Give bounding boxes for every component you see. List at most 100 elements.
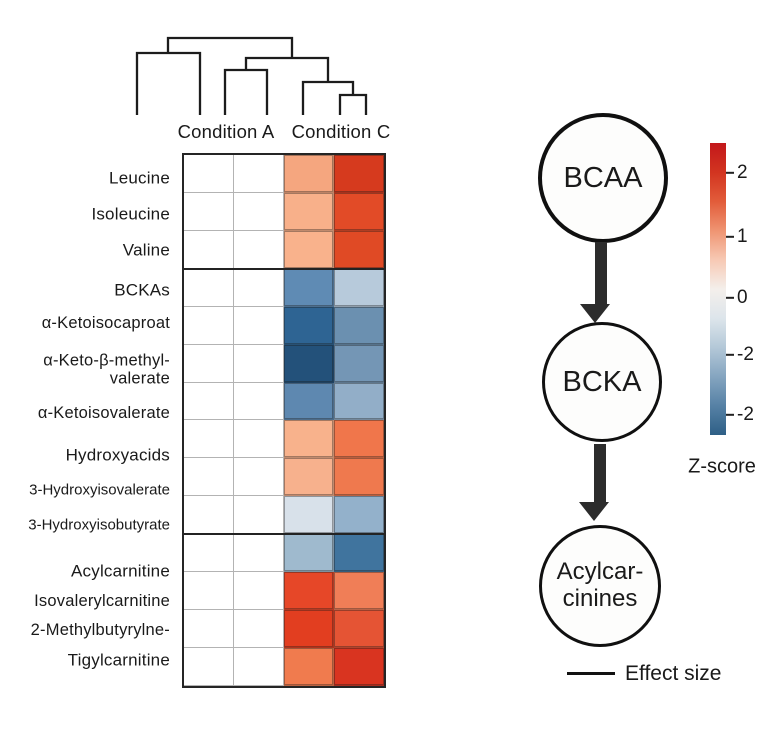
heatmap-cell <box>184 420 234 459</box>
dendrogram-branch <box>301 80 355 115</box>
colorbar-tick <box>726 353 734 357</box>
heatmap-cell <box>184 572 234 611</box>
row-label: α-Keto-β-methyl-valerate <box>43 351 170 388</box>
colorbar-title: Z-score <box>688 455 756 478</box>
heatmap-cell <box>284 192 334 231</box>
heatmap-cell <box>284 572 334 611</box>
heatmap-cell <box>184 534 234 573</box>
heatmap-cell <box>234 420 284 459</box>
condition-c-label: Condition C <box>291 121 391 142</box>
row-label: BCKAs <box>114 280 170 300</box>
heatmap-cell <box>334 382 384 421</box>
heatmap-cell <box>334 192 384 231</box>
colorbar-tick-label: 2 <box>737 162 748 183</box>
heatmap-cell <box>234 344 284 383</box>
heatmap-cell <box>234 610 284 649</box>
heatmap <box>182 153 386 688</box>
heatmap-cell <box>334 648 384 686</box>
heatmap-cell <box>234 155 284 193</box>
colorbar: 2 1 0 -2 -2 <box>710 143 754 435</box>
heatmap-cell <box>284 610 334 649</box>
heatmap-cell <box>334 496 384 535</box>
heatmap-cell <box>284 382 334 421</box>
down-arrow-icon <box>594 444 606 503</box>
row-label: 3-Hydroxyisobutyrate <box>28 516 170 534</box>
row-label: Hydroxyacids <box>65 445 170 465</box>
heatmap-cell <box>184 192 234 231</box>
effect-size-label: Effect size <box>625 662 722 685</box>
heatmap-cell <box>234 230 284 269</box>
row-label: Valine <box>122 240 170 260</box>
node-acyl-label-line2: cinines <box>562 585 638 612</box>
row-label: Isovalerylcarnitine <box>34 591 170 610</box>
dendrogram-branch <box>244 56 330 82</box>
heatmap-cell <box>234 572 284 611</box>
heatmap-group-separator <box>184 267 384 270</box>
heatmap-cell <box>334 230 384 269</box>
heatmap-cell <box>184 648 234 686</box>
heatmap-group-separator <box>184 533 384 536</box>
row-label: α-Ketoisocaproat <box>41 313 170 332</box>
heatmap-cell <box>334 420 384 459</box>
heatmap-cell <box>234 382 284 421</box>
heatmap-cell <box>234 648 284 686</box>
row-label: Isoleucine <box>91 204 170 224</box>
heatmap-cell <box>334 572 384 611</box>
down-arrowhead-icon <box>580 304 610 323</box>
node-bcka-label: BCKA <box>562 365 642 398</box>
heatmap-cell <box>334 155 384 193</box>
dendrogram-branch <box>338 93 368 115</box>
heatmap-cell <box>234 268 284 307</box>
heatmap-cell <box>334 534 384 573</box>
down-arrow-icon <box>595 242 607 305</box>
heatmap-cell <box>284 306 334 345</box>
row-label: 2-Methylbutyrylne- <box>30 620 170 639</box>
heatmap-cell <box>284 268 334 307</box>
heatmap-cell <box>284 344 334 383</box>
row-label: Tigylcarnitine <box>67 650 170 670</box>
colorbar-tick <box>726 235 734 239</box>
heatmap-cell <box>284 648 334 686</box>
heatmap-cell <box>234 496 284 535</box>
heatmap-cell <box>284 420 334 459</box>
heatmap-cell <box>284 534 334 573</box>
heatmap-cell <box>334 458 384 497</box>
colorbar-tick-label: -2 <box>737 404 754 425</box>
heatmap-cell <box>234 458 284 497</box>
row-label: Acylcarnitine <box>71 561 170 581</box>
colorbar-tick <box>726 413 734 417</box>
node-acylcarcinines: Acylcar- cinines <box>539 525 661 647</box>
heatmap-cell <box>184 344 234 383</box>
condition-a-label: Condition A <box>177 121 275 142</box>
heatmap-cell <box>184 268 234 307</box>
heatmap-cell <box>234 306 284 345</box>
heatmap-cell <box>334 610 384 649</box>
node-bcaa: BCAA <box>538 113 668 243</box>
row-label: α-Ketoisovalerate <box>37 403 170 422</box>
dendrogram-branch <box>223 68 269 115</box>
heatmap-cell <box>234 192 284 231</box>
colorbar-tick-label: 0 <box>737 287 748 308</box>
row-label: Leucine <box>109 168 170 188</box>
colorbar-tick <box>726 296 734 300</box>
heatmap-cell <box>184 496 234 535</box>
heatmap-cell <box>184 458 234 497</box>
heatmap-cell <box>284 155 334 193</box>
heatmap-cell <box>284 458 334 497</box>
colorbar-gradient <box>710 143 726 435</box>
dendrogram-branch <box>166 36 294 58</box>
down-arrowhead-icon <box>579 502 609 521</box>
colorbar-tick-label: 1 <box>737 226 748 247</box>
heatmap-cell <box>334 268 384 307</box>
effect-size-line-icon <box>567 672 615 675</box>
node-bcaa-label: BCAA <box>563 161 643 194</box>
node-bcka: BCKA <box>542 322 662 442</box>
heatmap-cell <box>184 382 234 421</box>
heatmap-cell <box>334 344 384 383</box>
colorbar-tick-label: -2 <box>737 344 754 365</box>
heatmap-cell <box>284 496 334 535</box>
row-label: 3-Hydroxyisovalerate <box>29 481 170 499</box>
heatmap-cell <box>284 230 334 269</box>
